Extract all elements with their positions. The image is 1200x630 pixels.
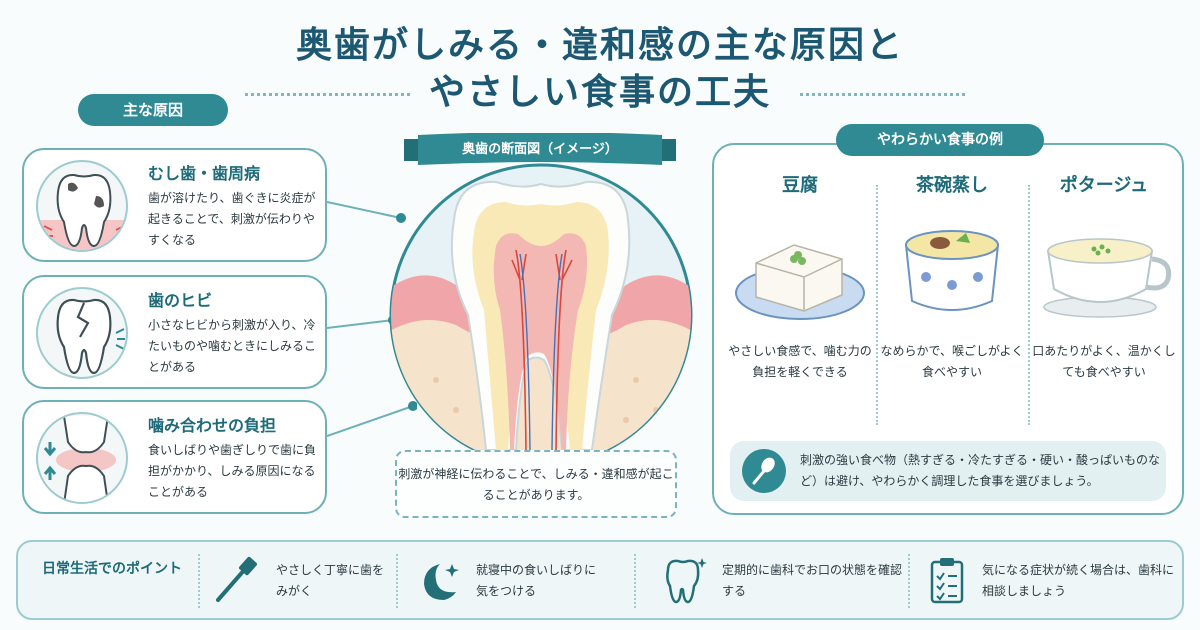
food-desc: なめらかで、喉ごしがよく食べやすい bbox=[880, 344, 1024, 379]
cause-desc: 小さなヒビから刺激が入り、冷たいものや噛むときにしみることがある bbox=[148, 318, 317, 374]
tip-divider bbox=[396, 554, 398, 608]
food-name: 豆腐 bbox=[782, 175, 818, 196]
tip-text: 気になる症状が続く場合は、歯科に相談しましょう bbox=[982, 563, 1175, 598]
spoon-icon bbox=[742, 449, 786, 493]
cause-title: 噛み合わせの負担 bbox=[148, 416, 277, 435]
tip-divider bbox=[198, 554, 200, 608]
cause-card-cavity: むし歯・歯周病 歯が溶けたり、歯ぐきに炎症が起きることで、刺激が伝わりやすくなる bbox=[22, 148, 327, 262]
diagram-caption: 刺激が神経に伝わることで、しみる・違和感が起こることがあります。 bbox=[395, 450, 677, 518]
food-desc: やさしい食感で、噛む力の負担を軽くできる bbox=[728, 344, 872, 379]
page-title: 奥歯がしみる・違和感の主な原因と やさしい食事の工夫 bbox=[0, 22, 1200, 116]
cause-card-crack: 歯のヒビ 小さなヒビから刺激が入り、冷たいものや噛むときにしみることがある bbox=[22, 275, 327, 389]
cracked-tooth-icon bbox=[36, 287, 128, 379]
cause-title: むし歯・歯周病 bbox=[148, 164, 261, 183]
sparkle-tooth-icon bbox=[656, 554, 710, 608]
food-name: 茶碗蒸し bbox=[916, 175, 988, 196]
tip-text: 就寝中の食いしばりに気をつける bbox=[476, 563, 597, 598]
tip-divider bbox=[908, 554, 910, 608]
title-line-2: やさしい食事の工夫 bbox=[428, 72, 771, 113]
connector-lines bbox=[327, 201, 417, 437]
cause-desc: 食いしばりや歯ぎしりで歯に負担がかかり、しみる原因になることがある bbox=[148, 443, 317, 499]
title-divider-left bbox=[245, 93, 410, 96]
tip-text: やさしく丁寧に歯をみがく bbox=[276, 563, 385, 598]
toothbrush-icon bbox=[208, 554, 262, 608]
potage-icon bbox=[1034, 215, 1174, 325]
diagram-label-ribbon: 奥歯の断面図（イメージ） bbox=[404, 133, 676, 167]
soft-foods-panel: 豆腐 やさしい食感で、噛む力の負担を軽くできる 茶碗蒸し bbox=[712, 143, 1184, 515]
tip-text: 定期的に歯科でお口の状態を確認する bbox=[722, 563, 903, 598]
causes-heading: 主な原因 bbox=[78, 94, 228, 126]
cause-desc: 歯が溶けたり、歯ぐきに炎症が起きることで、刺激が伝わりやすくなる bbox=[148, 191, 316, 247]
cause-title: 歯のヒビ bbox=[148, 291, 213, 310]
clipboard-icon bbox=[920, 554, 974, 608]
daily-tips-bar: 日常生活でのポイント やさしく丁寧に歯をみがく 就寝中の食いしばりに気をつける … bbox=[16, 540, 1184, 620]
diagram-label: 奥歯の断面図（イメージ） bbox=[462, 142, 618, 157]
food-item-potage: ポタージュ 口あたりがよく、温かくしても食べやすい bbox=[1030, 171, 1178, 383]
cavity-tooth-icon bbox=[36, 160, 128, 252]
food-desc: 口あたりがよく、温かくしても食べやすい bbox=[1032, 344, 1176, 379]
food-item-chawanmushi: 茶碗蒸し なめらかで、喉ごしがよく食べやすい bbox=[878, 171, 1026, 383]
foods-heading: やわらかい食事の例 bbox=[836, 124, 1044, 156]
title-divider-right bbox=[800, 93, 965, 96]
food-name: ポタージュ bbox=[1059, 175, 1149, 196]
clenching-teeth-icon bbox=[36, 412, 128, 504]
tip-divider bbox=[634, 554, 636, 608]
food-divider bbox=[1028, 185, 1030, 425]
warning-text: 刺激の強い食べ物（熱すぎる・冷たすぎる・硬い・酸っぱいものなど）は避け、やわらか… bbox=[800, 453, 1161, 488]
title-line-1: 奥歯がしみる・違和感の主な原因と bbox=[295, 25, 904, 66]
cause-card-bite: 噛み合わせの負担 食いしばりや歯ぎしりで歯に負担がかかり、しみる原因になることが… bbox=[22, 400, 327, 514]
food-warning: 刺激の強い食べ物（熱すぎる・冷たすぎる・硬い・酸っぱいものなど）は避け、やわらか… bbox=[730, 441, 1166, 501]
tips-heading: 日常生活でのポイント bbox=[42, 561, 182, 577]
food-item-tofu: 豆腐 やさしい食感で、噛む力の負担を軽くできる bbox=[726, 171, 874, 383]
chawanmushi-icon bbox=[882, 215, 1022, 325]
tooth-cross-section bbox=[376, 150, 706, 467]
moon-icon bbox=[410, 554, 464, 608]
food-divider bbox=[876, 185, 878, 425]
tofu-icon bbox=[730, 215, 870, 325]
